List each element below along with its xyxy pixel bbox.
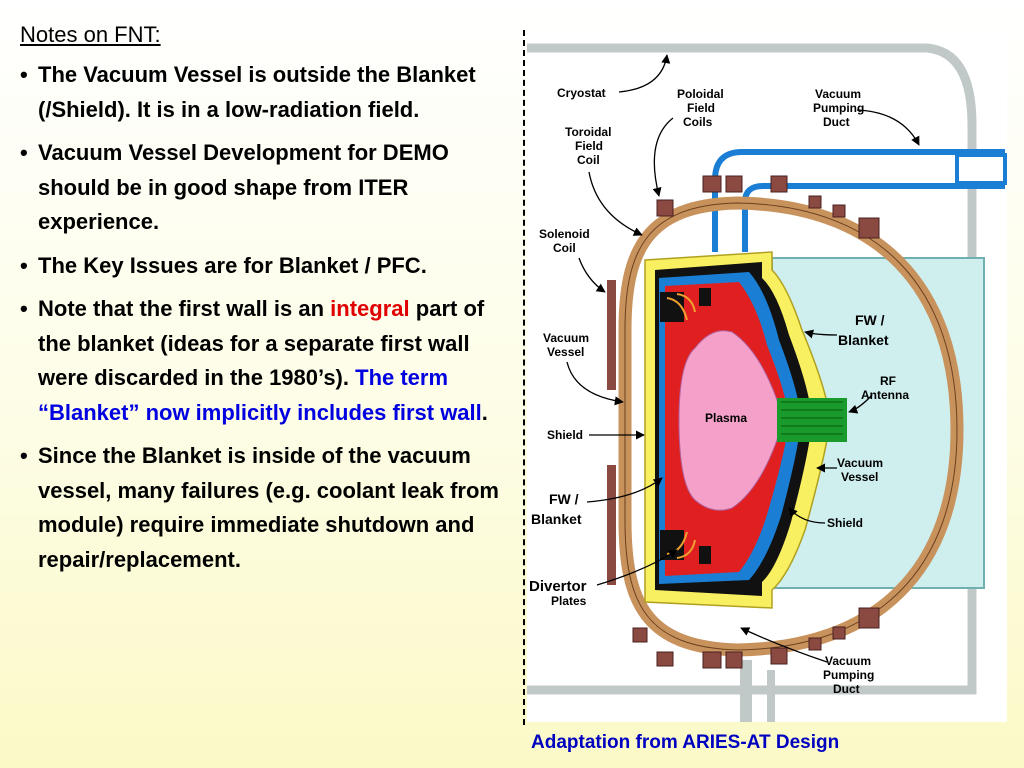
- label-vessel-right-2: Vessel: [841, 470, 878, 484]
- label-shield-left: Shield: [547, 428, 583, 442]
- arrow-vessel-left: [566, 361, 624, 406]
- solenoid-coil: [607, 465, 616, 585]
- arrow-poloidal: [652, 117, 674, 197]
- arrow-pumping-bottom: [740, 627, 828, 663]
- label-rf-2: Antenna: [861, 388, 909, 402]
- label-divertor-1: Divertor: [529, 578, 587, 595]
- rf-antenna: [777, 398, 847, 442]
- label-toroidal-2: Field: [575, 139, 603, 153]
- aries-at-diagram: Plasma: [527, 30, 1007, 722]
- note-bullet-3: The Key Issues are for Blanket / PFC.: [18, 249, 508, 284]
- diagram-svg: Plasma: [527, 43, 1007, 722]
- arrow-toroidal: [588, 171, 643, 236]
- note-text: Since the Blanket is inside of the vacuu…: [38, 443, 499, 572]
- highlight-blanket-term: The term “Blanket” now implicitly includ…: [38, 365, 482, 425]
- label-shield-right: Shield: [827, 516, 863, 530]
- label-fw-right-1: FW /: [855, 312, 885, 328]
- support-post: [740, 660, 752, 722]
- arrow-cryostat: [618, 54, 671, 93]
- label-pumping-bottom-2: Pumping: [823, 668, 874, 682]
- notes-list: The Vacuum Vessel is outside the Blanket…: [18, 58, 508, 577]
- note-text: Vacuum Vessel Development for DEMO shoul…: [38, 140, 449, 234]
- plasma-label: Plasma: [705, 411, 747, 425]
- label-vessel-left-1: Vacuum: [543, 331, 589, 345]
- label-rf-1: RF: [880, 374, 896, 388]
- diagram-caption: Adaptation from ARIES-AT Design: [531, 732, 840, 753]
- notes-title: Notes on FNT:: [20, 22, 161, 47]
- note-text: The Vacuum Vessel is outside the Blanket…: [38, 62, 476, 122]
- label-pumping-bottom-1: Vacuum: [825, 654, 871, 668]
- label-pumping-bottom-3: Duct: [833, 682, 860, 696]
- label-pumping-top-3: Duct: [823, 115, 850, 129]
- label-fw-right-2: Blanket: [838, 332, 889, 348]
- label-vessel-right-1: Vacuum: [837, 456, 883, 470]
- label-solenoid-1: Solenoid: [539, 227, 590, 241]
- vacuum-vessel-outline: [624, 202, 958, 651]
- label-vessel-left-2: Vessel: [547, 345, 584, 359]
- note-bullet-4: Note that the first wall is an integral …: [18, 292, 508, 430]
- plasma-region: [678, 330, 783, 511]
- label-poloidal-2: Field: [687, 101, 715, 115]
- label-pumping-top-2: Pumping: [813, 101, 864, 115]
- label-fw-left-2: Blanket: [531, 511, 582, 527]
- note-bullet-5: Since the Blanket is inside of the vacuu…: [18, 439, 508, 577]
- arrow-rf: [848, 394, 873, 414]
- arrow-solenoid: [578, 257, 606, 293]
- note-text: part of the blanket (ideas for a separat…: [38, 296, 485, 390]
- arrow-pumping-top: [856, 109, 920, 146]
- duct-port: [955, 153, 1007, 185]
- label-pumping-top-1: Vacuum: [815, 87, 861, 101]
- label-divertor-2: Plates: [551, 594, 587, 608]
- arrow-shield-right: [788, 507, 826, 524]
- divertor-top: [660, 288, 711, 322]
- cryostat-wall: [527, 43, 977, 695]
- label-toroidal-1: Toroidal: [565, 125, 611, 139]
- note-bullet-2: Vacuum Vessel Development for DEMO shoul…: [18, 136, 508, 240]
- divider-line: [523, 30, 525, 725]
- label-toroidal-3: Coil: [577, 153, 600, 167]
- label-poloidal-1: Poloidal: [677, 87, 724, 101]
- poloidal-coils: [632, 175, 880, 669]
- label-fw-left-1: FW /: [549, 491, 579, 507]
- note-text: Note that the first wall is an: [38, 296, 325, 321]
- arrow-fw-left: [586, 477, 663, 503]
- label-poloidal-3: Coils: [683, 115, 713, 129]
- note-text: .: [481, 399, 488, 425]
- note-text: The Key Issues are for Blanket / PFC.: [38, 252, 427, 278]
- notes-panel: Notes on FNT: The Vacuum Vessel is outsi…: [18, 22, 508, 586]
- support-post: [767, 670, 775, 722]
- note-bullet-1: The Vacuum Vessel is outside the Blanket…: [18, 58, 508, 127]
- highlight-integral: integral: [330, 296, 410, 321]
- label-cryostat: Cryostat: [557, 86, 606, 100]
- solenoid-coil: [607, 280, 616, 390]
- arrow-divertor: [596, 549, 678, 586]
- arrow-fw-right: [804, 329, 838, 339]
- label-solenoid-2: Coil: [553, 241, 576, 255]
